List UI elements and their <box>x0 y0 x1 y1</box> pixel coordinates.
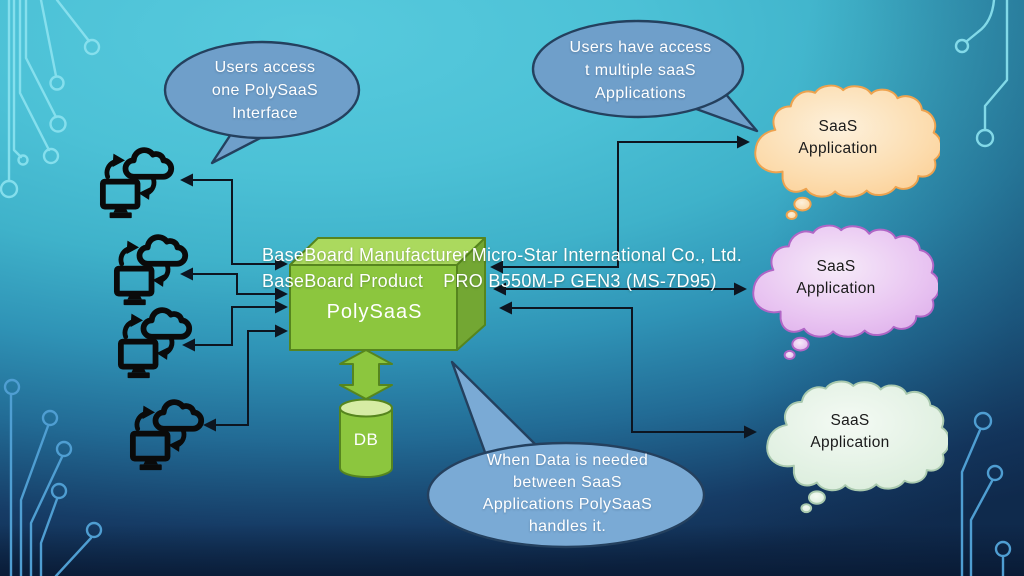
polysaas-box-label: PolySaaS <box>326 301 423 323</box>
circuit-bottom-right <box>960 411 1012 576</box>
speech-bubble-bottom <box>426 360 706 549</box>
cloud-shape-orange <box>754 84 940 221</box>
speech-bubble-left <box>163 40 361 165</box>
connector-user4-polysaas <box>203 324 288 432</box>
saas-cloud-mint-label: SaaS Application <box>810 412 890 451</box>
spec-line1-value: Micro-Star International Co., Ltd. <box>471 245 743 265</box>
saas-cloud-purple: SaaS Application <box>748 218 938 361</box>
db-double-arrow <box>339 349 393 400</box>
connector-user2-polysaas <box>180 267 288 301</box>
connector-user3-polysaas <box>182 300 288 352</box>
spec-line-2: BaseBoard Product PRO B550M-P GEN3 (MS-7D… <box>262 271 717 292</box>
spec-line1-label: BaseBoard Manufacturer <box>262 245 469 265</box>
spec-line2-label: BaseBoard Product <box>262 271 424 291</box>
connector-polysaas-cloud1 <box>490 135 750 274</box>
connector-user1-polysaas <box>180 173 288 271</box>
speech-bubble-top <box>531 19 759 133</box>
saas-cloud-orange: SaaS Application <box>750 78 940 221</box>
workstation-cloud-sync-icon-4 <box>127 397 209 474</box>
cloud-shape-purple <box>752 224 938 361</box>
box-front-face <box>289 264 458 351</box>
workstation-cloud-sync-icon-3 <box>115 305 197 382</box>
saas-cloud-purple-label: SaaS Application <box>796 258 876 297</box>
db-cylinder <box>339 398 393 478</box>
speech-bubble-bottom-text: When Data is needed between SaaS Applica… <box>482 452 653 535</box>
speech-bubble-left-text: Users access one PolySaaS Interface <box>211 59 319 122</box>
connector-polysaas-cloud3 <box>499 301 757 439</box>
saas-cloud-mint: SaaS Application <box>762 374 948 514</box>
circuit-top-right <box>954 0 1009 148</box>
circuit-top-left <box>0 0 101 199</box>
saas-cloud-orange-label: SaaS Application <box>798 118 878 157</box>
polysaas-box <box>289 237 486 351</box>
speech-bubble-top-text: Users have access t multiple saaS Applic… <box>569 39 712 102</box>
circuit-bottom-left <box>3 378 103 576</box>
db-label: DB <box>353 430 379 449</box>
spec-line2-value: PRO B550M-P GEN3 (MS-7D95) <box>443 271 717 291</box>
cloud-shape-mint <box>766 380 948 514</box>
workstation-cloud-sync-icon-2 <box>111 232 193 309</box>
